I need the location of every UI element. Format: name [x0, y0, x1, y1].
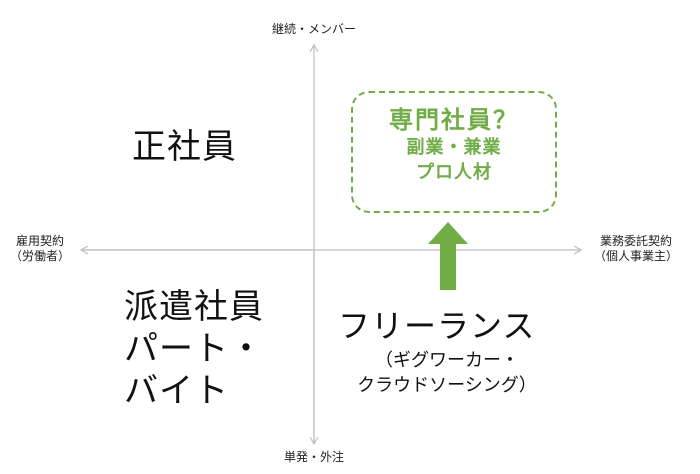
quadrant-bottom-right-sub: （ギグワーカー・ クラウドソーシング）	[340, 348, 554, 398]
axis-label-left-line-1: 雇用契約	[15, 234, 64, 248]
axis-label-left: 雇用契約 （労働者）	[2, 234, 78, 264]
quadrant-bottom-left-line-3: バイト	[124, 371, 229, 411]
callout-box: 専門社員？ 副業・兼業 プロ人材	[351, 91, 557, 213]
axis-label-bottom-text: 単発・外注	[283, 450, 344, 464]
quadrant-bottom-left-line-1: 派遣社員	[124, 287, 264, 327]
quadrant-bottom-right-sub-line-2: クラウドソーシング）	[357, 375, 537, 396]
quadrant-bottom-left-line-2: パート・	[124, 329, 264, 369]
axis-label-bottom: 単発・外注	[264, 450, 364, 465]
axis-label-top: 継続・メンバー	[264, 22, 364, 37]
axis-label-top-text: 継続・メンバー	[271, 22, 356, 36]
callout-line-1: 副業・兼業	[406, 137, 502, 158]
callout-line-2: プロ人材	[416, 162, 492, 183]
axis-label-right: 業務委託契約 （個人事業主）	[582, 234, 690, 264]
axis-label-right-line-1: 業務委託契約	[599, 234, 672, 248]
callout-title: 専門社員？	[389, 106, 519, 134]
up-arrow-icon	[428, 222, 468, 290]
quadrant-top-left-label: 正社員	[132, 127, 237, 167]
axis-label-left-line-2: （労働者）	[9, 249, 70, 263]
quadrant-bottom-right-sub-line-1: （ギグワーカー・	[375, 350, 519, 371]
quadrant-bottom-right-title: フリーランス	[338, 307, 536, 345]
quadrant-bottom-left-label: 派遣社員 パート・ バイト	[124, 286, 264, 412]
axis-label-right-line-2: （個人事業主）	[593, 249, 678, 263]
